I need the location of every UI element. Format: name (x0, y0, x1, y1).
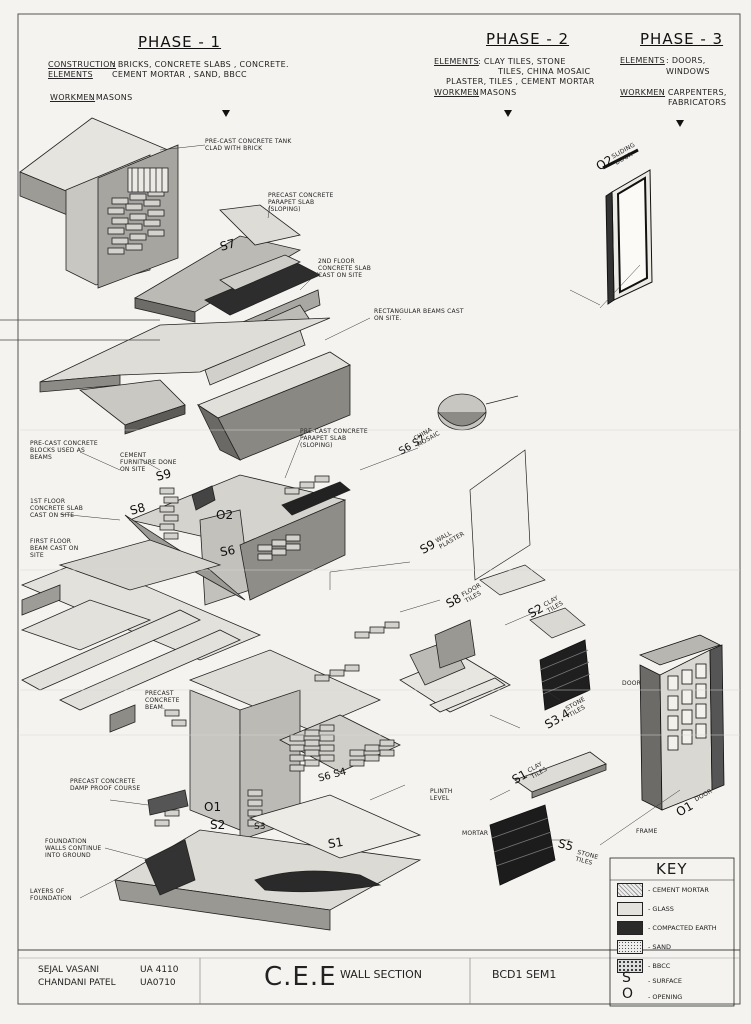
phase-3-elements-label: ELEMENTS (620, 56, 665, 65)
key-label-sand: - SAND (648, 943, 671, 951)
key-label-compacted-earth: - COMPACTED EARTH (648, 924, 717, 932)
phase-1-title: PHASE - 1 (138, 33, 222, 51)
key-label-cement-mortar: - CEMENT MORTAR (648, 886, 709, 894)
key-label-glass: - GLASS (648, 905, 674, 913)
phase-3-workmen-label: WORKMEN (620, 88, 666, 97)
phase-2-elements-line2: TILES, CHINA MOSAIC (498, 67, 591, 76)
key-symbol-opening: O (622, 986, 634, 1002)
student-name-2: CHANDANI PATEL (38, 978, 116, 988)
phase-1-elements-label: CONSTRUCTION ELEMENTS (48, 60, 116, 79)
key-label-bbcc: - BBCC (648, 962, 671, 970)
student-id-2: UA0710 (140, 978, 176, 988)
note-tank: PRE-CAST CONCRETE TANK CLAD WITH BRICK (205, 138, 292, 152)
label-s3-a: S3 (254, 822, 266, 832)
key-swatch-glass (617, 902, 643, 916)
note-beams: RECTANGULAR BEAMS CAST ON SITE. (374, 308, 464, 322)
note-plinth: PLINTH LEVEL (430, 788, 453, 802)
note-floor2: 2ND FLOOR CONCRETE SLAB CAST ON SITE (318, 258, 372, 279)
phase-3-marker-icon (676, 120, 684, 127)
course-code: C.E.E (264, 962, 337, 992)
key-title: KEY (656, 860, 688, 878)
phase-2-title: PHASE - 2 (486, 30, 570, 48)
phase-2-workmen-label: WORKMEN (434, 88, 480, 97)
label-s1-a: S1 (326, 834, 345, 852)
key-label-surface: - SURFACE (648, 977, 682, 985)
note-floor1: 1ST FLOOR CONCRETE SLAB CAST ON SITE (30, 498, 84, 519)
phase-3-title: PHASE - 3 (640, 30, 724, 48)
phase-2-elements-line3: PLASTER, TILES , CEMENT MORTAR (446, 77, 595, 86)
note-precast-beam: PRECAST CONCRETE BEAM. (145, 690, 180, 711)
key-swatch-sand (617, 940, 643, 954)
phase-3-workmen: : CARPENTERS, (662, 88, 727, 97)
phase-1-marker-icon (222, 110, 230, 117)
label-o2-mid: O2 (216, 508, 234, 522)
note-door: DOOR (622, 680, 642, 687)
note-foundation-walls: FOUNDATION WALLS CONTINUE INTO GROUND (45, 838, 102, 859)
phase-1-workmen-label: WORKMEN (50, 93, 96, 102)
label-s6-mid: S6 (218, 542, 237, 560)
course-semester: BCD1 SEM1 (492, 968, 557, 981)
note-parapet2: PRE-CAST CONCRETE PARAPET SLAB (SLOPING) (300, 428, 368, 449)
phase-3-elements-line1: : DOORS, (666, 56, 706, 65)
phase-3-workmen-2: FABRICATORS (668, 98, 727, 107)
note-parapet: PRECAST CONCRETE PARAPET SLAB (SLOPING) (268, 192, 334, 213)
note-beam1: FIRST FLOOR BEAM CAST ON SITE (30, 538, 79, 559)
key-label-opening: - OPENING (648, 993, 683, 1001)
note-blocks: PRE-CAST CONCRETE BLOCKS USED AS BEAMS (30, 440, 98, 461)
phase-1-elements-line2: CEMENT MORTAR , SAND, BBCC (112, 70, 247, 79)
label-s2-a: S2 (210, 818, 226, 832)
key-swatch-cement-mortar (617, 883, 643, 897)
note-dpc: PRECAST CONCRETE DAMP PROOF COURSE (70, 778, 141, 792)
key-swatch-bbcc (617, 959, 643, 973)
drawing-subject: WALL SECTION (340, 968, 423, 981)
phase-2-marker-icon (504, 110, 512, 117)
phase-1-workmen: : MASONS (90, 93, 133, 102)
phase-2-elements-label: ELEMENTS (434, 57, 479, 66)
note-frame: FRAME (636, 828, 658, 835)
student-name-1: SEJAL VASANI (38, 965, 100, 975)
phase-1-elements-line1: : BRICKS, CONCRETE SLABS , CONCRETE. (112, 60, 289, 69)
phase-3-elements-line2: WINDOWS (666, 67, 710, 76)
phase-2-elements-line1: : CLAY TILES, STONE (478, 57, 566, 66)
phase-2-workmen: : MASONS (474, 88, 517, 97)
key-swatch-compacted-earth (617, 921, 643, 935)
note-layers: LAYERS OF FOUNDATION (30, 888, 72, 902)
label-o1-a: O1 (204, 800, 222, 814)
student-id-1: UA 4110 (140, 965, 179, 975)
key-symbol-surface: S (622, 970, 631, 986)
note-mortar: MORTAR (462, 830, 489, 837)
note-furniture: CEMENT FURNITURE DONE ON SITE (120, 452, 177, 473)
